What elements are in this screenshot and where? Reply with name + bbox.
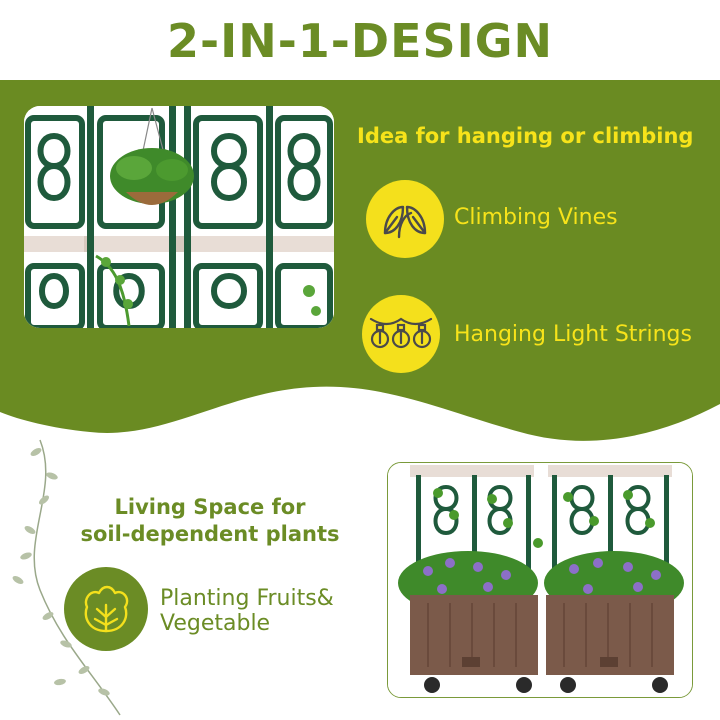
planting-fruits-badge bbox=[64, 567, 148, 651]
vine-decoration bbox=[12, 439, 121, 716]
living-space-heading-line2: soil-dependent plants bbox=[80, 522, 340, 546]
living-space-heading-line1: Living Space for bbox=[114, 495, 306, 519]
hanging-climbing-heading: Idea for hanging or climbing bbox=[357, 124, 694, 148]
light-string-icon bbox=[369, 317, 433, 349]
trellis-hanging-basket-photo bbox=[24, 106, 334, 328]
light-strings-label: Hanging Light Strings bbox=[454, 322, 692, 347]
planter-box-photo bbox=[387, 462, 693, 698]
planting-fruits-label-line2: Vegetable bbox=[160, 611, 271, 636]
light-strings-badge bbox=[362, 295, 440, 373]
leaf-icon bbox=[383, 205, 427, 239]
living-space-heading: Living Space for soil-dependent plants bbox=[60, 494, 360, 548]
planting-fruits-label-line1: Planting Fruits& bbox=[160, 586, 334, 611]
page-title: 2-IN-1-DESIGN bbox=[166, 14, 553, 68]
climbing-vines-label: Climbing Vines bbox=[454, 205, 618, 230]
planting-fruits-label: Planting Fruits& Vegetable bbox=[160, 586, 334, 636]
vegetable-icon bbox=[84, 585, 129, 633]
climbing-vines-badge bbox=[366, 180, 444, 258]
